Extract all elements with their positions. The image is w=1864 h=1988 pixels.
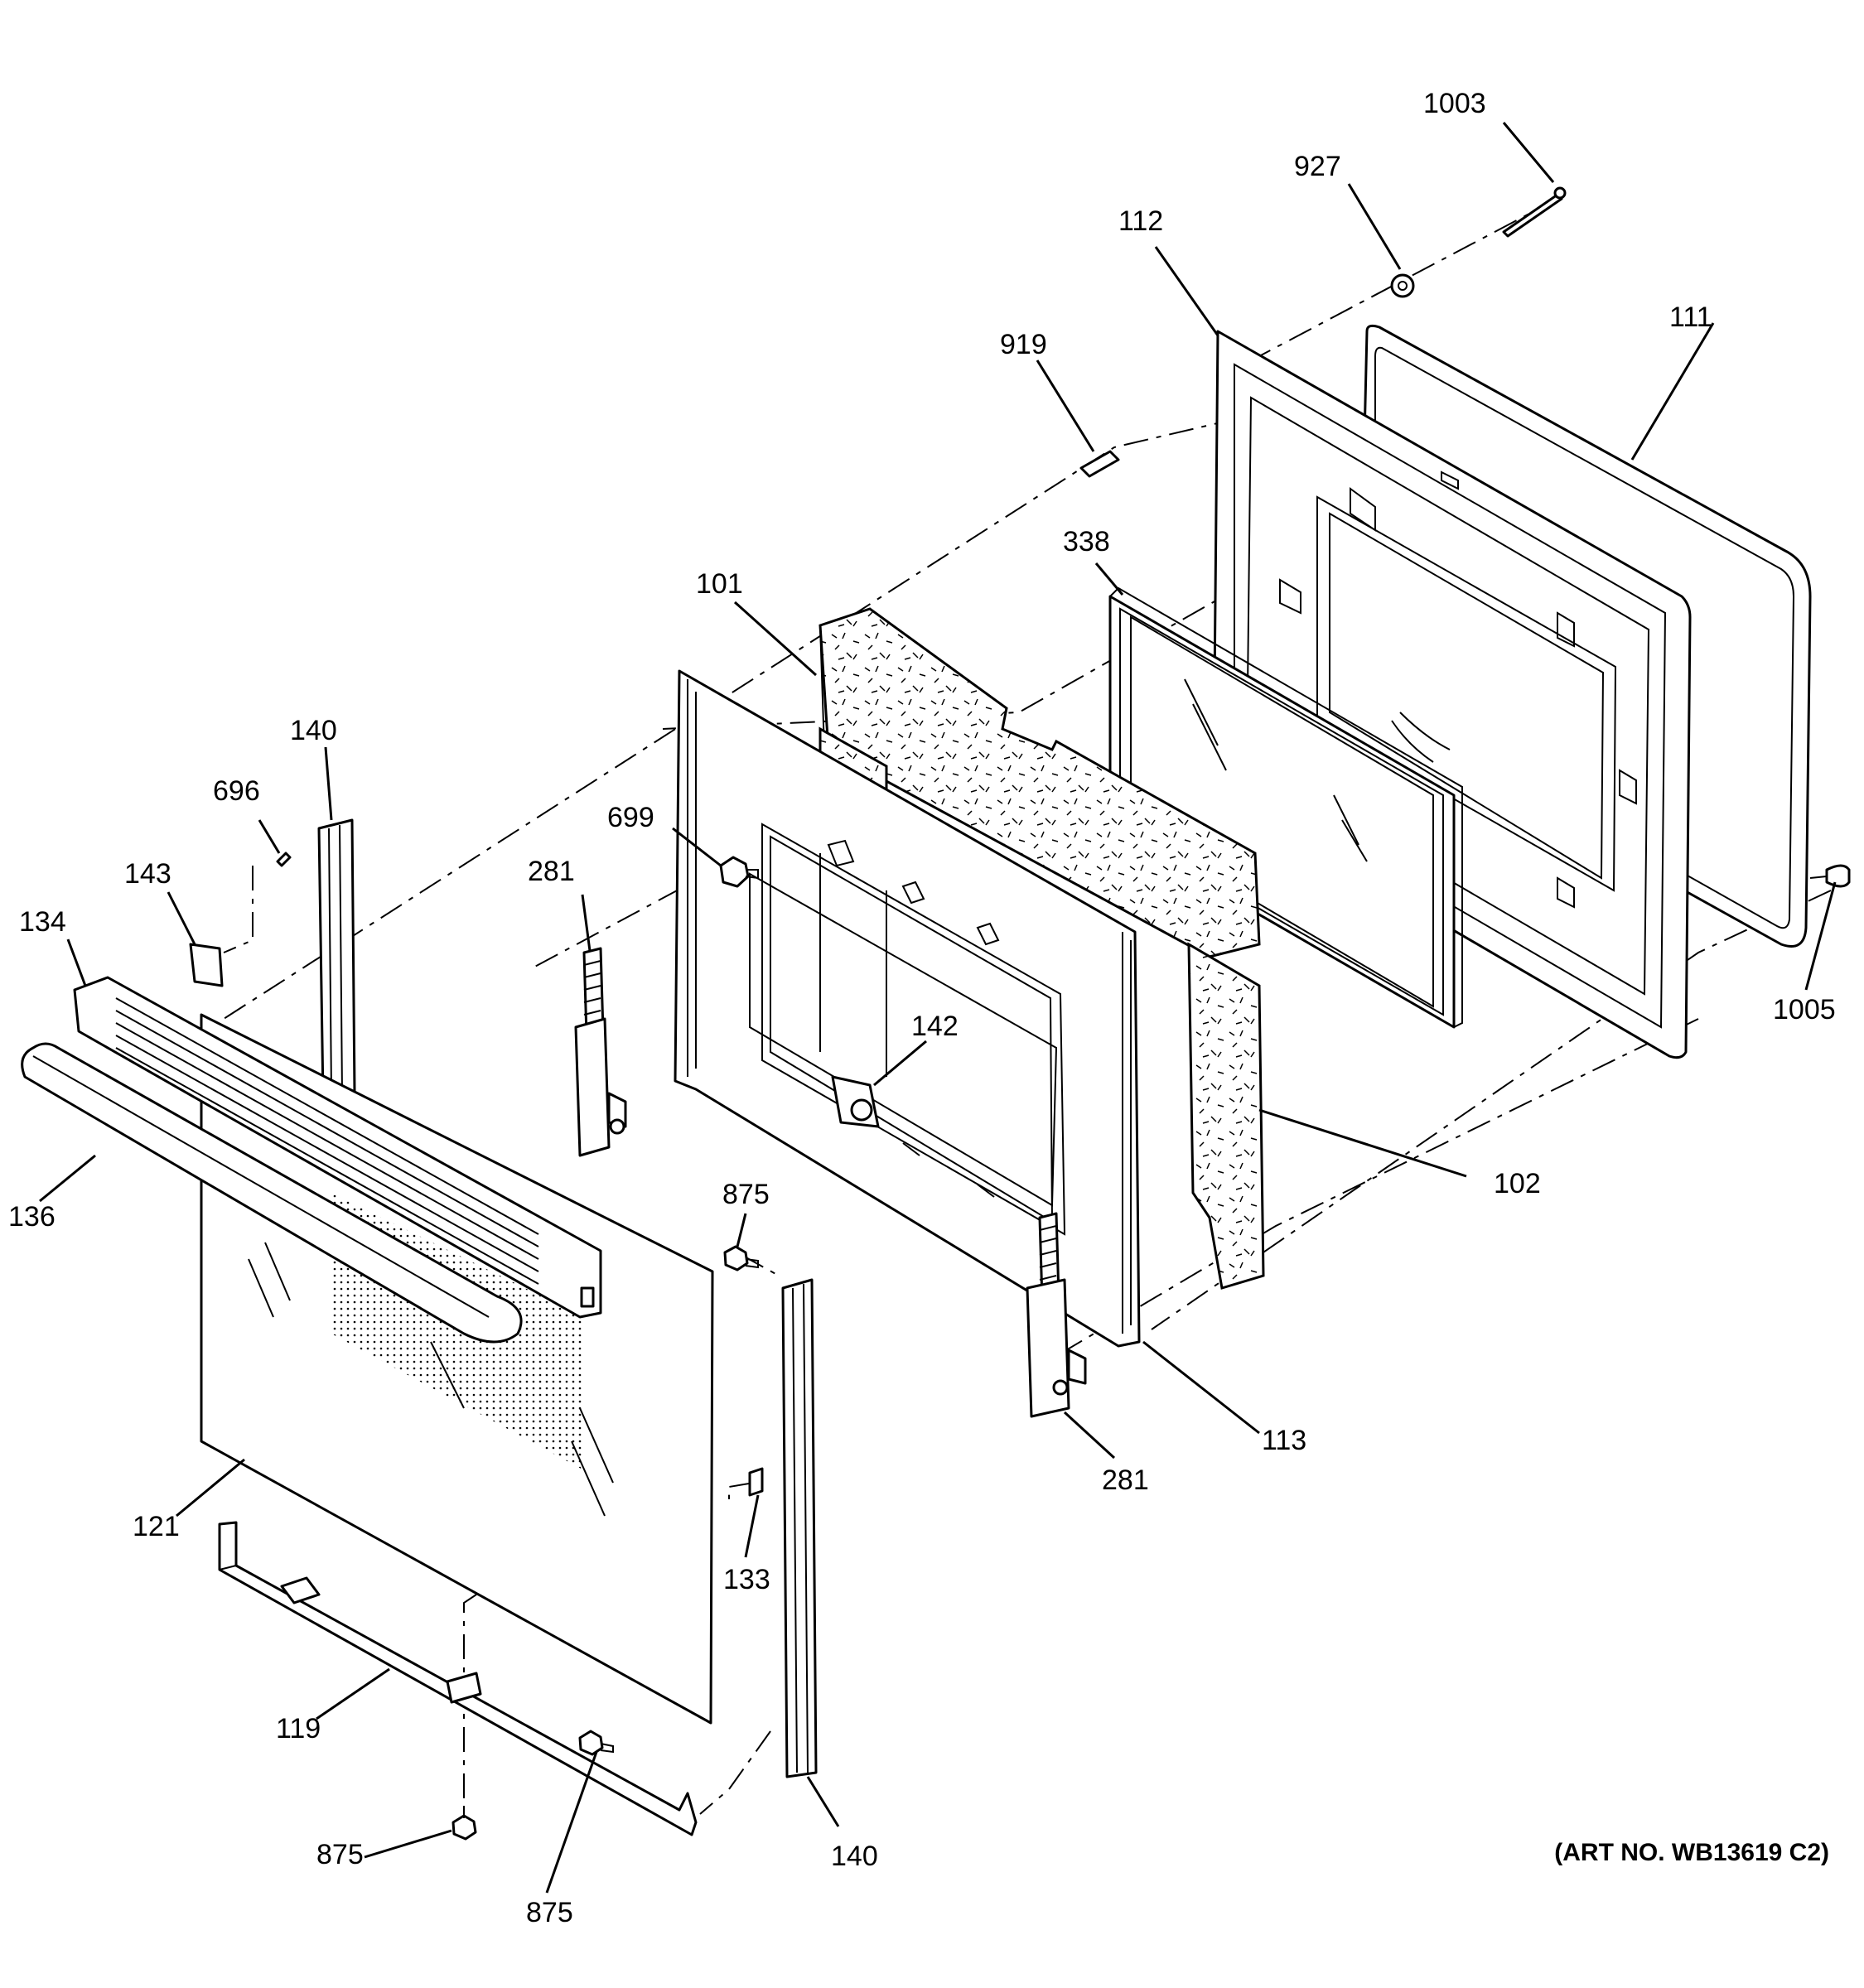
callout-134: 134 [19,906,66,938]
art-number: (ART NO. WB13619 C2) [1554,1839,1829,1866]
callout-142: 142 [911,1011,959,1042]
callout-927: 927 [1294,151,1341,182]
hinge-281-left [574,947,627,1157]
inner-door-panel-112 [1212,330,1692,1059]
callout-140-top: 140 [290,715,337,746]
callout-875-left: 875 [316,1839,364,1870]
callout-875-bottom: 875 [526,1897,573,1928]
callout-112: 112 [1118,205,1163,237]
screw-875-top [723,1245,759,1271]
clip-133 [748,1467,764,1497]
callout-281-left: 281 [528,856,575,887]
callout-133: 133 [723,1564,770,1595]
screw-699 [719,856,759,888]
vent-trim-134 [73,976,602,1319]
small-fasteners [1079,186,1851,888]
callout-113: 113 [1262,1425,1306,1456]
callout-labels: 1003 927 112 111 919 338 101 140 696 699… [8,88,1836,1928]
callout-111: 111 [1669,302,1712,333]
callout-1003: 1003 [1423,88,1486,119]
door-latch-142 [831,1075,880,1128]
callout-119: 119 [276,1713,321,1744]
callout-140-bottom: 140 [831,1841,878,1872]
callout-699: 699 [607,802,654,833]
callout-875-top: 875 [722,1179,770,1210]
callout-102: 102 [1494,1168,1541,1199]
callout-136: 136 [8,1201,56,1233]
door-handle-136 [21,1042,523,1344]
door-frame-113 [674,669,1141,1348]
screw-875-bottom [452,1806,477,1841]
callout-1005: 1005 [1773,994,1836,1025]
callout-101: 101 [696,568,743,600]
side-trim-140-top [317,818,356,1099]
callout-281-right: 281 [1102,1464,1149,1496]
window-glass-338 [1108,586,1463,1029]
side-trim-140-bottom [781,1278,818,1778]
callout-121: 121 [133,1511,180,1542]
callout-696: 696 [213,775,260,807]
bracket-143 [189,852,292,987]
bottom-trim-119 [218,1521,698,1836]
callout-919: 919 [1000,329,1047,360]
screw-875-mid [578,1730,614,1756]
hinge-281-right [1026,1212,1087,1418]
callout-338: 338 [1063,526,1110,557]
leader-lines [39,122,1837,1894]
callout-143: 143 [124,858,171,890]
